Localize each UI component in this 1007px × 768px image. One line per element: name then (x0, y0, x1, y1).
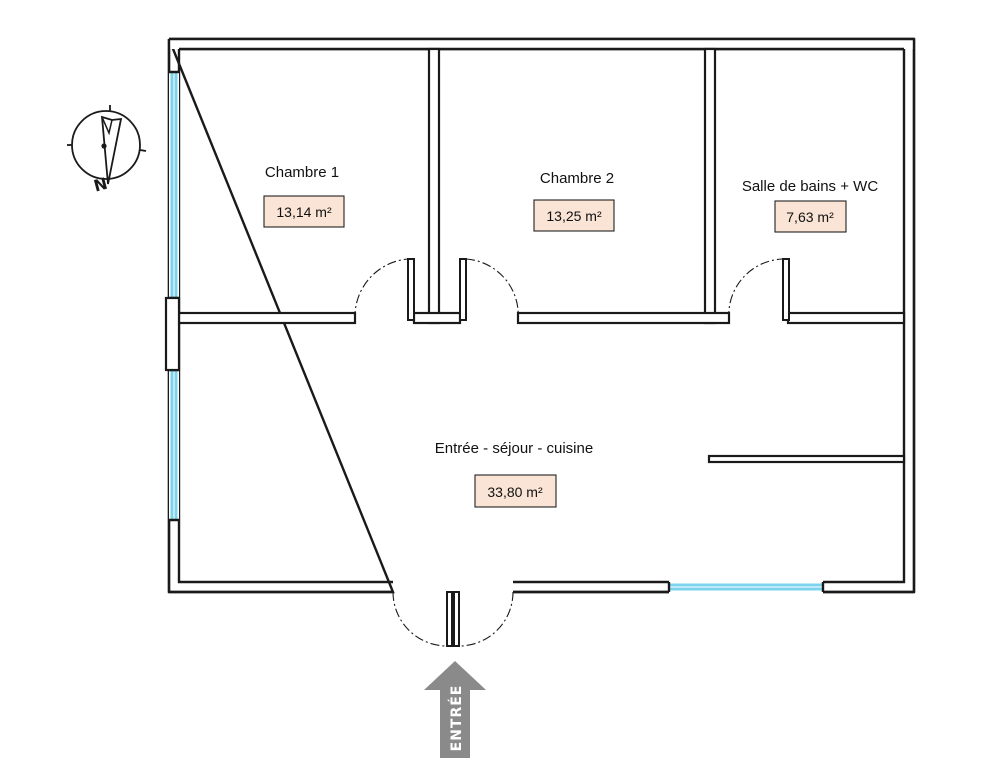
room-sejour: Entrée - séjour - cuisine 33,80 m² (435, 440, 593, 508)
room-salle-de-bains: Salle de bains + WC 7,63 m² (742, 178, 878, 233)
door-chambre-2 (459, 258, 519, 321)
room-area: 13,25 m² (546, 208, 602, 224)
door-salle-de-bains (728, 258, 790, 321)
windows (169, 70, 825, 592)
entrance-label: ENTRÉE (448, 685, 465, 752)
compass-north-label: N (92, 174, 110, 196)
room-area: 33,80 m² (487, 484, 543, 500)
room-chambre-1: Chambre 1 13,14 m² (263, 164, 345, 228)
room-chambre-2: Chambre 2 13,25 m² (533, 170, 615, 232)
door-chambre-1 (354, 258, 415, 321)
room-area: 7,63 m² (786, 209, 834, 225)
room-name: Chambre 1 (265, 164, 339, 181)
compass-icon: N (67, 105, 147, 196)
entrance-door (392, 591, 514, 647)
room-name: Entrée - séjour - cuisine (435, 440, 593, 457)
room-name: Chambre 2 (540, 170, 614, 187)
room-name: Salle de bains + WC (742, 178, 878, 195)
room-area: 13,14 m² (276, 204, 332, 220)
entrance-arrow: ENTRÉE (424, 661, 486, 758)
interior-walls (164, 47, 906, 464)
